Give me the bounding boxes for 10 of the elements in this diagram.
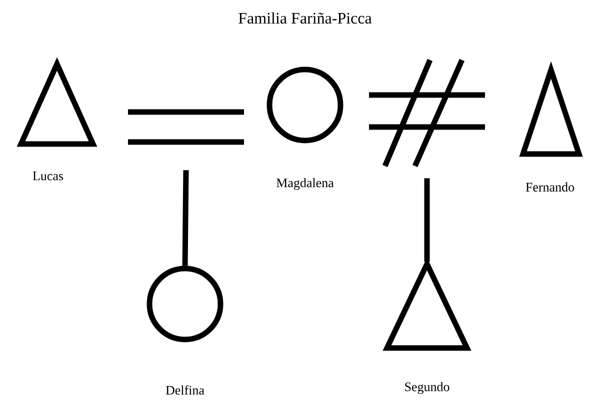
title: Familia Fariña-Picca	[238, 12, 372, 24]
name-label: Magdalena	[276, 178, 334, 190]
name-label: Lucas	[32, 172, 64, 180]
descent-line	[424, 178, 430, 262]
descent-line	[182, 170, 189, 266]
name-label: Fernando	[526, 182, 574, 192]
name-label: Segundo	[405, 382, 450, 394]
equals-sign	[125, 109, 247, 145]
crossed-equals-sign	[366, 57, 488, 169]
name-label: Delfina	[166, 385, 204, 395]
